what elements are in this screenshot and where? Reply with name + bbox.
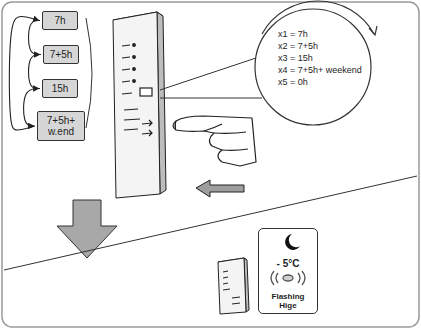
flash-symbol — [271, 271, 305, 285]
divider-line — [4, 176, 417, 270]
program-label: 7+5h — [49, 49, 73, 60]
cycle-arrow — [29, 21, 41, 55]
status-text: Flashing Hige — [259, 292, 317, 310]
cycle-arrow — [28, 55, 41, 89]
down-arrow — [57, 200, 117, 258]
program-line: x5 = 0h — [278, 76, 378, 88]
cycle-arrow — [9, 17, 39, 131]
pressing-hand — [173, 116, 256, 166]
status-box: - 5°C Flashing Hige — [258, 228, 318, 314]
callout-leader — [160, 58, 256, 90]
status-text: - 5°C — [259, 258, 317, 269]
program-box: 7h — [42, 11, 78, 30]
thermostat-small — [218, 258, 249, 314]
program-line: x4 = 7+5h+ weekend — [278, 64, 378, 76]
program-label: 15h — [48, 83, 72, 94]
program-box: 15h — [42, 79, 78, 98]
cycle-bracket — [86, 18, 92, 128]
program-label: 7h — [48, 15, 72, 26]
program-line: x1 = 7h — [278, 28, 378, 40]
thermostat-device — [113, 12, 166, 198]
program-line: x3 = 15h — [278, 52, 378, 64]
program-line: x2 = 7+5h — [278, 40, 378, 52]
push-arrow — [196, 180, 244, 197]
frame — [2, 2, 419, 327]
arrow-head — [369, 26, 377, 35]
program-box: 7+5h — [43, 45, 79, 64]
callout-circle: x1 = 7hx2 = 7+5hx3 = 15hx4 = 7+5h+ weeke… — [254, 8, 372, 126]
program-label: 7+5h+ w.end — [43, 115, 79, 137]
callout-leader — [160, 98, 262, 99]
moon-symbol — [285, 234, 300, 250]
program-box: 7+5h+ w.end — [37, 111, 85, 141]
